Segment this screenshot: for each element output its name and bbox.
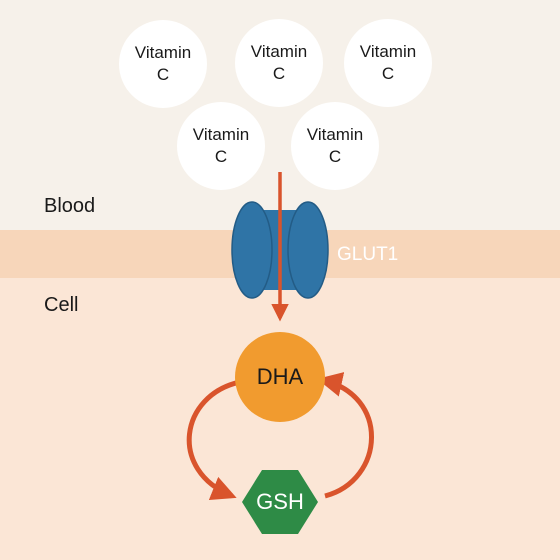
dha-label: DHA bbox=[256, 364, 304, 389]
vitamin-c-label: C bbox=[214, 147, 228, 166]
glut1-label: GLUT1 bbox=[337, 244, 399, 265]
dha-to-gsh-arrow bbox=[186, 379, 241, 501]
vitamin-c-label: Vitamin bbox=[306, 125, 364, 144]
gsh-label: GSH bbox=[256, 489, 304, 514]
vitamin-c-label: Vitamin bbox=[359, 42, 417, 61]
vitamin-c-label: C bbox=[272, 64, 286, 83]
dha-node bbox=[235, 332, 325, 422]
vitamin-c-label: C bbox=[381, 64, 395, 83]
gsh-to-dha-arrow bbox=[317, 372, 374, 499]
vitamin-c-label: C bbox=[156, 65, 170, 84]
vitamin-c-label: C bbox=[328, 147, 342, 166]
gsh-node bbox=[242, 470, 318, 534]
cell-label: Cell bbox=[44, 294, 79, 316]
vitamin-c-label: Vitamin bbox=[134, 43, 192, 62]
vitamin-c-label: Vitamin bbox=[250, 42, 308, 61]
vitamin-c-label: Vitamin bbox=[192, 125, 250, 144]
blood-label: Blood bbox=[44, 195, 96, 217]
